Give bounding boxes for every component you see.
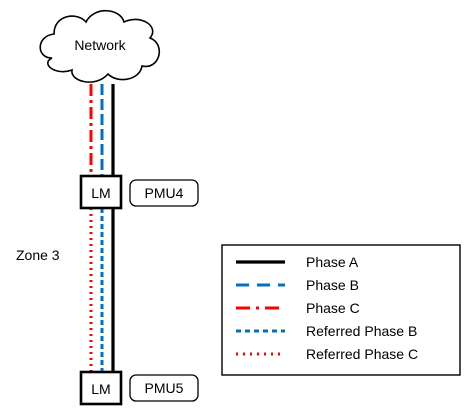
legend-item-phase-b: Phase B	[236, 277, 359, 293]
lm-box-bottom: LM	[79, 370, 123, 406]
pmu4-box: PMU4	[129, 179, 199, 207]
lm-box-top: LM	[79, 174, 123, 210]
network-label: Network	[74, 37, 126, 53]
pmu4-label: PMU4	[145, 185, 184, 201]
legend-item-phase-a: Phase A	[236, 254, 359, 270]
legend-item-referred-phase-c: Referred Phase C	[236, 346, 418, 362]
legend-label-phase-c: Phase C	[306, 300, 360, 316]
legend-label-phase-a: Phase A	[306, 254, 359, 270]
network-cloud: Network	[39, 9, 161, 83]
cloud-shape	[39, 9, 161, 83]
pmu4-frame	[129, 179, 199, 207]
pmu5-frame	[129, 374, 199, 402]
zone-label: Zone 3	[16, 247, 60, 263]
pmu5-label: PMU5	[145, 380, 184, 396]
pmu5-box: PMU5	[129, 374, 199, 402]
lower-lines	[89, 208, 115, 372]
upper-lines	[89, 84, 115, 176]
lm-box-top-frame	[79, 174, 123, 210]
legend-item-referred-phase-b: Referred Phase B	[236, 323, 417, 339]
legend-label-referred-phase-b: Referred Phase B	[306, 323, 417, 339]
legend: Phase A Phase B Phase C Referred Phase B…	[221, 244, 461, 376]
legend-item-phase-c: Phase C	[236, 300, 360, 316]
lm-label-bottom: LM	[91, 381, 110, 397]
legend-label-phase-b: Phase B	[306, 277, 359, 293]
legend-label-referred-phase-c: Referred Phase C	[306, 346, 418, 362]
lm-label-top: LM	[91, 185, 110, 201]
lm-box-bottom-frame	[79, 370, 123, 406]
legend-frame	[221, 244, 461, 376]
